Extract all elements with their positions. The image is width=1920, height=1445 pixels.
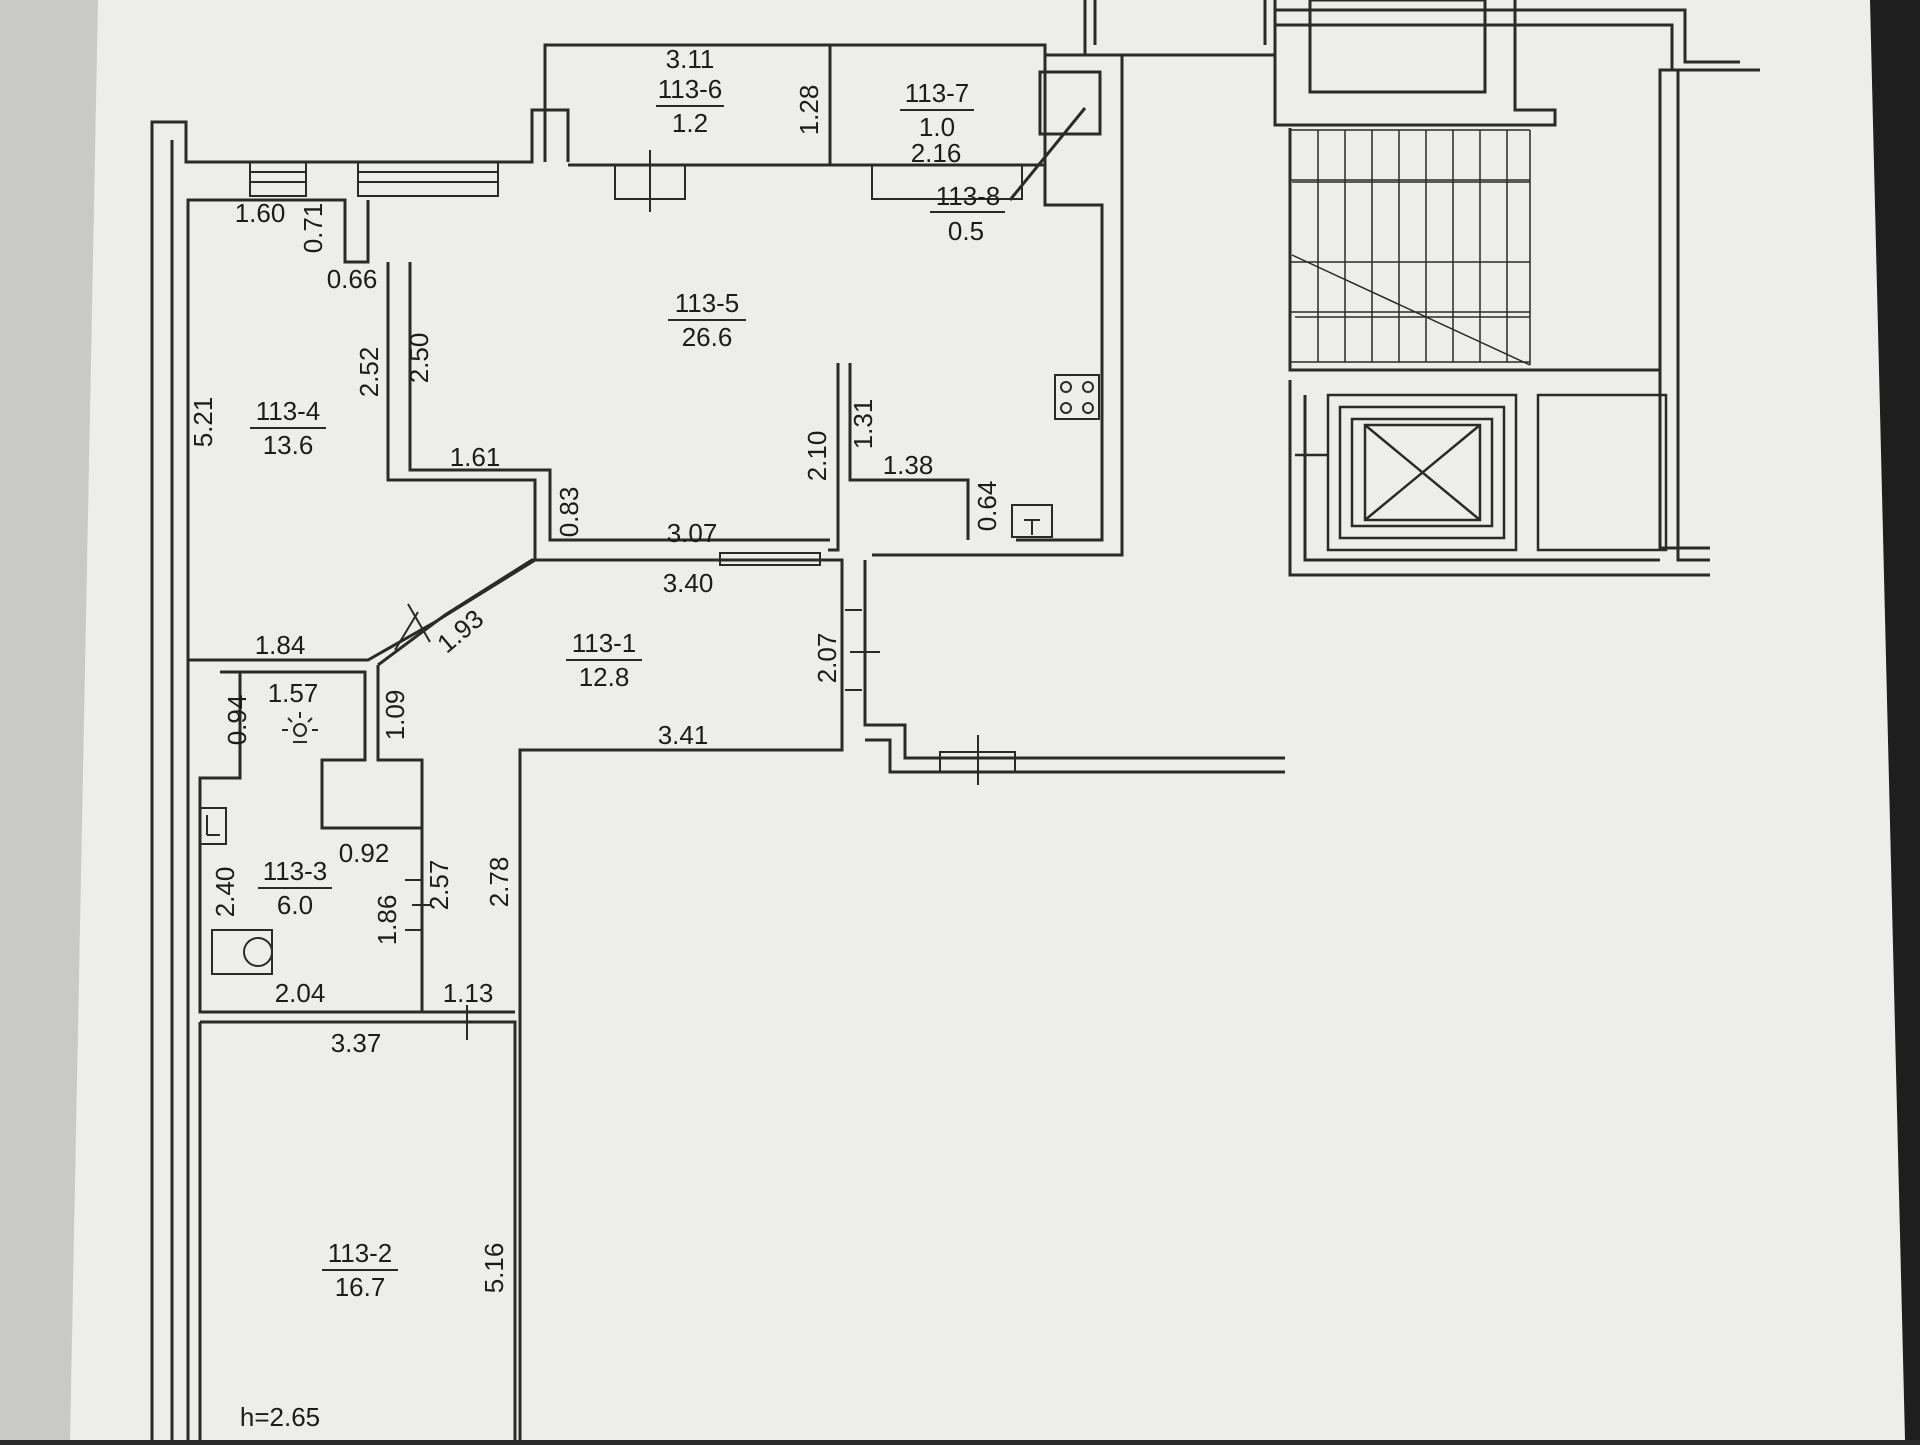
dim-2-57: 2.57 xyxy=(424,860,454,911)
dim-2-78: 2.78 xyxy=(484,857,514,908)
room-6-id: 113-6 xyxy=(658,74,723,104)
dim-0-64: 0.64 xyxy=(972,481,1002,532)
dim-2-52: 2.52 xyxy=(354,347,384,398)
stub-wall xyxy=(828,363,840,552)
stairwell-block xyxy=(1083,0,1760,577)
dim-1-86: 1.86 xyxy=(372,895,402,946)
dim-0-94: 0.94 xyxy=(222,695,252,746)
entry-wall xyxy=(863,560,1285,760)
hall-wall xyxy=(377,558,844,1440)
dim-2-50: 2.50 xyxy=(404,333,434,384)
lift-block-walls xyxy=(1288,380,1710,577)
stair-east-wall xyxy=(1658,70,1710,550)
stair-arrow xyxy=(1291,254,1531,366)
bathroom-walls xyxy=(198,670,424,1014)
living-interior-wall xyxy=(408,262,830,542)
dim-2-16: 2.16 xyxy=(911,138,962,168)
elevator-shaft xyxy=(1326,393,1518,552)
room-5-area: 26.6 xyxy=(682,322,733,352)
room-2-id: 113-2 xyxy=(328,1238,393,1268)
dim-5-16: 5.16 xyxy=(479,1243,509,1294)
dim-1-38: 1.38 xyxy=(883,450,934,480)
fixtures xyxy=(199,374,1100,975)
door-bedroom xyxy=(394,611,419,651)
sink-icon xyxy=(1011,504,1053,538)
dim-1-09: 1.09 xyxy=(380,690,410,741)
stair-treads xyxy=(1317,130,1508,362)
elevator xyxy=(1295,393,1668,552)
dim-1-57: 1.57 xyxy=(268,678,319,708)
entry-wall-inner xyxy=(865,738,1285,774)
room-4-id: 113-4 xyxy=(256,396,321,426)
stair-landing xyxy=(1308,0,1487,94)
dim-3-40: 3.40 xyxy=(663,568,714,598)
dim-1-31: 1.31 xyxy=(848,399,878,450)
dim-3-07: 3.07 xyxy=(667,518,718,548)
dim-1-28: 1.28 xyxy=(794,85,824,136)
room-8-id: 113-8 xyxy=(936,181,1001,211)
door-kitchen xyxy=(719,552,821,566)
room-7-id: 113-7 xyxy=(905,78,970,108)
dim-1-60: 1.60 xyxy=(235,198,286,228)
dim-3-37: 3.37 xyxy=(331,1028,382,1058)
bedroom-north-wall xyxy=(186,198,370,1440)
room-3-area: 6.0 xyxy=(277,890,313,920)
north-ext-wall xyxy=(1275,8,1740,64)
dim-0-83: 0.83 xyxy=(554,487,584,538)
room-7-area: 1.0 xyxy=(919,112,955,142)
shaft-utility xyxy=(1536,393,1668,552)
windows xyxy=(249,150,1023,212)
dim-3-41: 3.41 xyxy=(658,720,709,750)
room-5-id: 113-5 xyxy=(675,288,740,318)
room-6-code: 3.11 xyxy=(666,44,715,74)
stairs xyxy=(1290,129,1531,366)
room-labels: 3.11 113-6 1.2 113-7 1.0 113-8 0.5 113-5… xyxy=(250,44,1005,1302)
dim-2-04: 2.04 xyxy=(275,978,326,1008)
dim-0-92: 0.92 xyxy=(339,838,390,868)
stove-icon xyxy=(1054,374,1100,420)
dim-0-66: 0.66 xyxy=(327,264,378,294)
room-1-area: 12.8 xyxy=(579,662,630,692)
window-living xyxy=(357,161,499,197)
dim-1-61: 1.61 xyxy=(450,442,501,472)
room-2-walls xyxy=(200,1020,517,1440)
ceiling-height-note: h=2.65 xyxy=(240,1402,320,1432)
dim-0-71: 0.71 xyxy=(298,203,328,254)
room-4-area: 13.6 xyxy=(263,430,314,460)
vent-duct xyxy=(1038,70,1102,136)
stub-wall-return xyxy=(848,363,970,540)
window-bedroom xyxy=(249,161,307,197)
dimension-labels: 1.60 0.66 1.61 3.07 3.40 1.38 2.16 1.84 … xyxy=(235,138,962,1432)
dimension-labels-vertical: 0.71 2.52 2.50 5.21 0.83 2.10 1.31 0.64 … xyxy=(188,85,1002,1294)
doors xyxy=(394,552,1016,1040)
dim-1-84: 1.84 xyxy=(255,630,306,660)
dim-5-21: 5.21 xyxy=(188,397,218,448)
dim-2-40: 2.40 xyxy=(210,867,240,918)
room-6-area: 1.2 xyxy=(672,108,708,138)
window-kitchen-east xyxy=(871,164,1023,200)
bath-sink-icon xyxy=(199,807,227,845)
dim-1-13: 1.13 xyxy=(443,978,494,1008)
room-8-area: 0.5 xyxy=(948,216,984,246)
room-1-id: 113-1 xyxy=(572,628,637,658)
stair-top-room xyxy=(1273,0,1557,127)
room-2-area: 16.7 xyxy=(335,1272,386,1302)
room-3-id: 113-3 xyxy=(263,856,328,886)
dim-2-10: 2.10 xyxy=(802,431,832,482)
ceiling-light-icon xyxy=(282,712,318,743)
dim-2-07: 2.07 xyxy=(812,633,842,684)
paper-left-edge xyxy=(0,0,98,1440)
